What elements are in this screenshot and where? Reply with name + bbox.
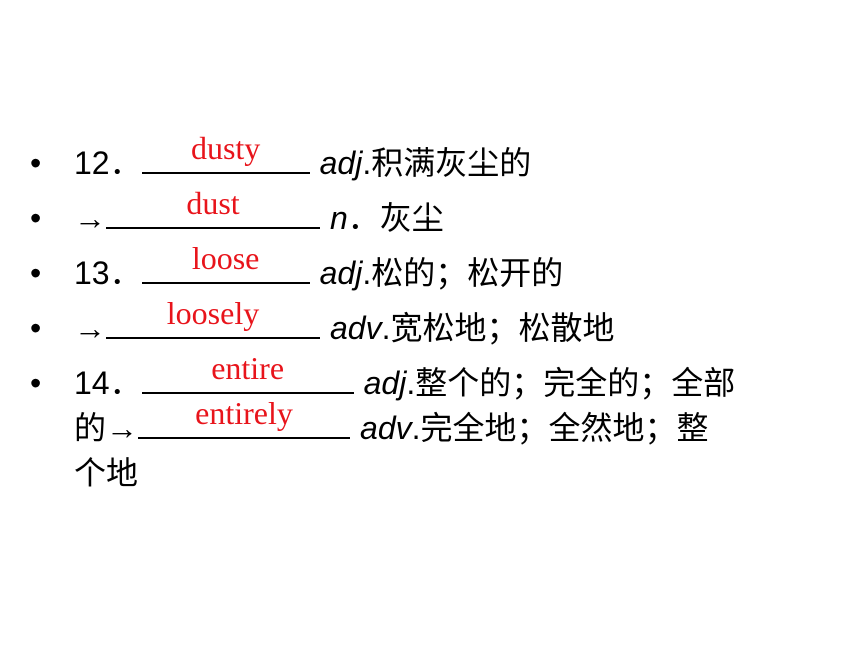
part-of-speech: adj: [319, 255, 363, 291]
part-of-speech: adv: [360, 410, 412, 446]
answer-text: dusty: [190, 130, 261, 166]
answer-text: loosely: [166, 295, 260, 331]
continuation-prefix: 的→: [74, 410, 139, 446]
part-of-speech: adj: [363, 365, 407, 401]
bullet: •: [30, 365, 42, 401]
answer-text: entire: [211, 350, 285, 386]
arrow-prefix: →: [74, 200, 106, 236]
definition-end: 个地: [74, 455, 139, 491]
answer-text: loose: [191, 240, 260, 276]
definition: .完全地；全然地；整: [411, 410, 709, 446]
bullet: •: [30, 310, 42, 346]
answer-text: entirely: [195, 395, 293, 431]
item-number: 14．: [74, 365, 142, 401]
answer-blank: dust: [106, 185, 320, 229]
answer-blank: loose: [141, 240, 310, 284]
answer-blank: entirely: [138, 395, 351, 439]
definition: .整个的；完全的；全部: [406, 365, 736, 401]
answer-text: dust: [186, 185, 240, 221]
bullet: •: [30, 200, 42, 236]
bullet: •: [30, 255, 42, 291]
part-of-speech: adv: [330, 310, 382, 346]
item-number: 13．: [74, 255, 142, 291]
list-item-14-last-line: 个地: [74, 450, 138, 496]
definition: .积满灰尘的: [362, 145, 532, 181]
item-number: 12．: [74, 145, 142, 181]
definition: .松的；松开的: [362, 255, 564, 291]
bullet: •: [30, 145, 42, 181]
answer-blank: loosely: [106, 295, 320, 339]
definition: ．灰尘: [347, 200, 444, 236]
part-of-speech: n: [330, 200, 348, 236]
arrow-prefix: →: [74, 310, 106, 346]
list-item-14-continuation: 的→ entirely adv.完全地；全然地；整: [74, 395, 709, 451]
definition: .宽松地；松散地: [381, 310, 615, 346]
answer-blank: dusty: [141, 130, 310, 174]
part-of-speech: adj: [319, 145, 363, 181]
answer-blank: entire: [141, 350, 354, 394]
